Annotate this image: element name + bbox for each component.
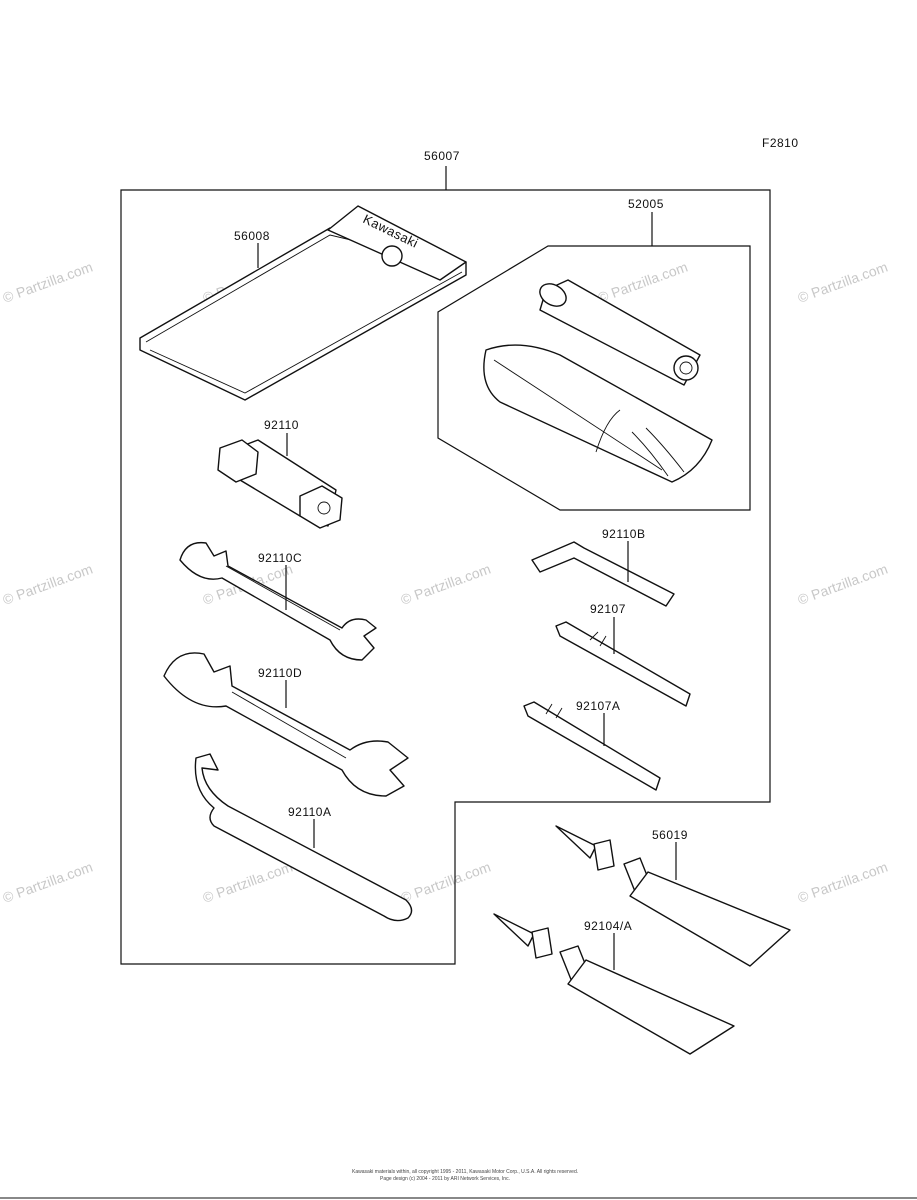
watermark-group: © Partzilla.com © Partzilla.com © Partzi… <box>1 259 890 906</box>
grease-tube-b[interactable] <box>493 913 735 1055</box>
hex-key[interactable] <box>531 541 675 607</box>
part-label-wrench-large[interactable]: 92110D <box>258 666 302 680</box>
watermark: © Partzilla.com <box>796 859 890 906</box>
part-label-wrench-small[interactable]: 92110C <box>258 551 302 565</box>
part-label-bag-set[interactable]: 52005 <box>628 197 664 211</box>
copyright-line: Kawasaki materials within, all copyright… <box>352 1169 578 1175</box>
watermark: © Partzilla.com <box>1 859 95 906</box>
part-label-tube-a[interactable]: 56019 <box>652 828 688 842</box>
watermark: © Partzilla.com <box>201 859 295 906</box>
part-label-tube-b[interactable]: 92104/A <box>584 919 632 933</box>
watermark: © Partzilla.com <box>399 859 493 906</box>
plug-socket-tube[interactable] <box>536 279 701 386</box>
part-label-screwdriver-a[interactable]: 92107 <box>590 602 626 616</box>
grease-tube-a[interactable] <box>555 825 791 967</box>
part-label-kit[interactable]: 56007 <box>424 149 460 163</box>
part-label-screwdriver-b[interactable]: 92107A <box>576 699 620 713</box>
hook-wrench[interactable] <box>194 753 413 922</box>
tool-pouch[interactable]: Kawasaki <box>139 205 467 401</box>
watermark: © Partzilla.com <box>399 561 493 608</box>
tool-bag[interactable] <box>483 344 713 483</box>
watermark: © Partzilla.com <box>596 259 690 306</box>
part-label-hex-key[interactable]: 92110B <box>602 527 645 541</box>
screwdriver-flat[interactable] <box>523 701 661 791</box>
bag-set-outline <box>437 245 751 511</box>
part-label-plug-wrench[interactable]: 92110 <box>264 418 299 432</box>
open-end-wrench-small[interactable] <box>179 541 377 661</box>
open-end-wrench-large[interactable] <box>163 652 409 797</box>
watermark: © Partzilla.com <box>1 259 95 306</box>
watermark: © Partzilla.com <box>796 259 890 306</box>
spark-plug-wrench[interactable] <box>217 439 343 529</box>
kit-outline <box>120 189 771 965</box>
figure-code: F2810 <box>762 136 799 150</box>
part-label-hook-wrench[interactable]: 92110A <box>288 805 331 819</box>
screwdriver-phillips[interactable] <box>555 621 691 707</box>
watermark: © Partzilla.com <box>1 561 95 608</box>
part-label-pouch[interactable]: 56008 <box>234 229 270 243</box>
page-design-line: Page design (c) 2004 - 2011 by ARI Netwo… <box>380 1176 510 1182</box>
watermark: © Partzilla.com <box>796 561 890 608</box>
